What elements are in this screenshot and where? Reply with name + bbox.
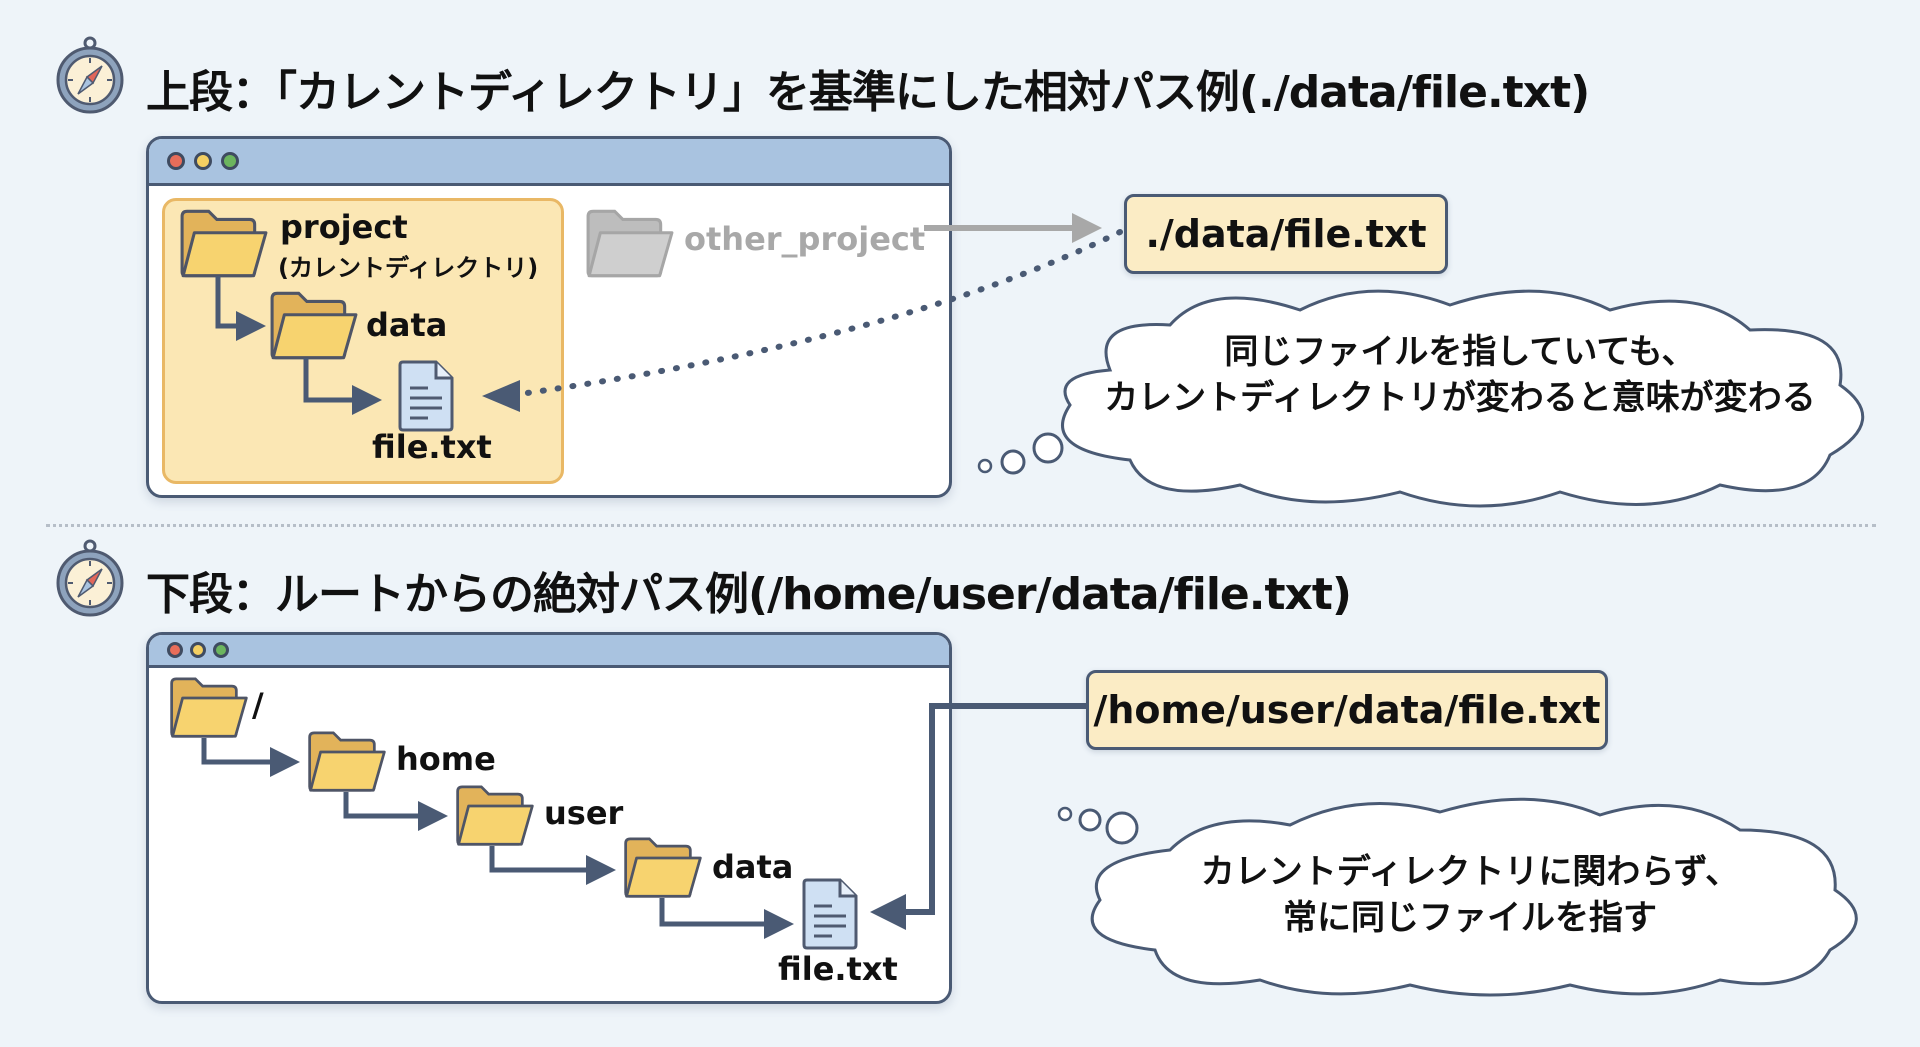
folder-label-project: project	[280, 208, 408, 246]
compass-icon	[55, 538, 125, 618]
folder-label-user: user	[544, 794, 624, 832]
absolute-path-box: /home/user/data/file.txt	[1086, 670, 1608, 750]
folder-icon-data[interactable]	[622, 836, 704, 900]
window-titlebar	[149, 139, 949, 186]
thought-cloud-top	[1032, 289, 1865, 508]
compass-icon	[55, 35, 125, 115]
folder-icon-home[interactable]	[306, 730, 388, 794]
thought-line: 同じファイルを指していても、	[1224, 332, 1696, 372]
folder-label-data: data	[712, 848, 794, 886]
file-label: file.txt	[372, 428, 492, 466]
folder-icon-root[interactable]	[168, 676, 250, 740]
thought-line: カレントディレクトリに関わらず、	[1200, 852, 1740, 892]
thought-text-top: 同じファイルを指していても、 カレントディレクトリが変わると意味が変わる	[1040, 330, 1880, 422]
close-window-button[interactable]	[167, 152, 185, 170]
maximize-window-button[interactable]	[213, 642, 229, 658]
thought-trail-top	[977, 449, 1026, 475]
maximize-window-button[interactable]	[221, 152, 239, 170]
folder-icon-data[interactable]	[268, 290, 360, 362]
relative-path-box: ./data/file.txt	[1124, 194, 1448, 274]
thought-trail-bottom	[1057, 806, 1139, 845]
close-window-button[interactable]	[167, 642, 183, 658]
minimize-window-button[interactable]	[190, 642, 206, 658]
folder-icon-project[interactable]	[178, 208, 270, 280]
thought-cloud-bottom	[1090, 797, 1858, 997]
thought-text-bottom: カレントディレクトリに関わらず、 常に同じファイルを指す	[1080, 850, 1860, 942]
file-icon[interactable]	[396, 360, 456, 432]
top-section-heading: 上段：「カレントディレクトリ」を基準にした相対パス例(./data/file.t…	[146, 67, 1590, 118]
thought-line: 常に同じファイルを指す	[1283, 897, 1657, 938]
window-titlebar	[149, 635, 949, 668]
folder-icon-other-project[interactable]	[584, 208, 676, 280]
folder-label-home: home	[396, 740, 496, 778]
thought-line: カレントディレクトリが変わると意味が変わる	[1104, 377, 1816, 418]
thought-bubble-dot	[1032, 432, 1064, 464]
bottom-section-heading: 下段：ルートからの絶対パス例(/home/user/data/file.txt)	[146, 569, 1352, 620]
folder-sublabel-current-directory: (カレントディレクトリ)	[278, 254, 539, 282]
folder-label-other-project: other_project	[684, 220, 926, 258]
section-divider	[46, 524, 1876, 527]
file-icon[interactable]	[800, 878, 860, 950]
folder-label-data: data	[366, 306, 448, 344]
minimize-window-button[interactable]	[194, 152, 212, 170]
folder-icon-user[interactable]	[454, 784, 536, 848]
folder-label-root: /	[252, 686, 264, 724]
file-label: file.txt	[778, 950, 898, 988]
